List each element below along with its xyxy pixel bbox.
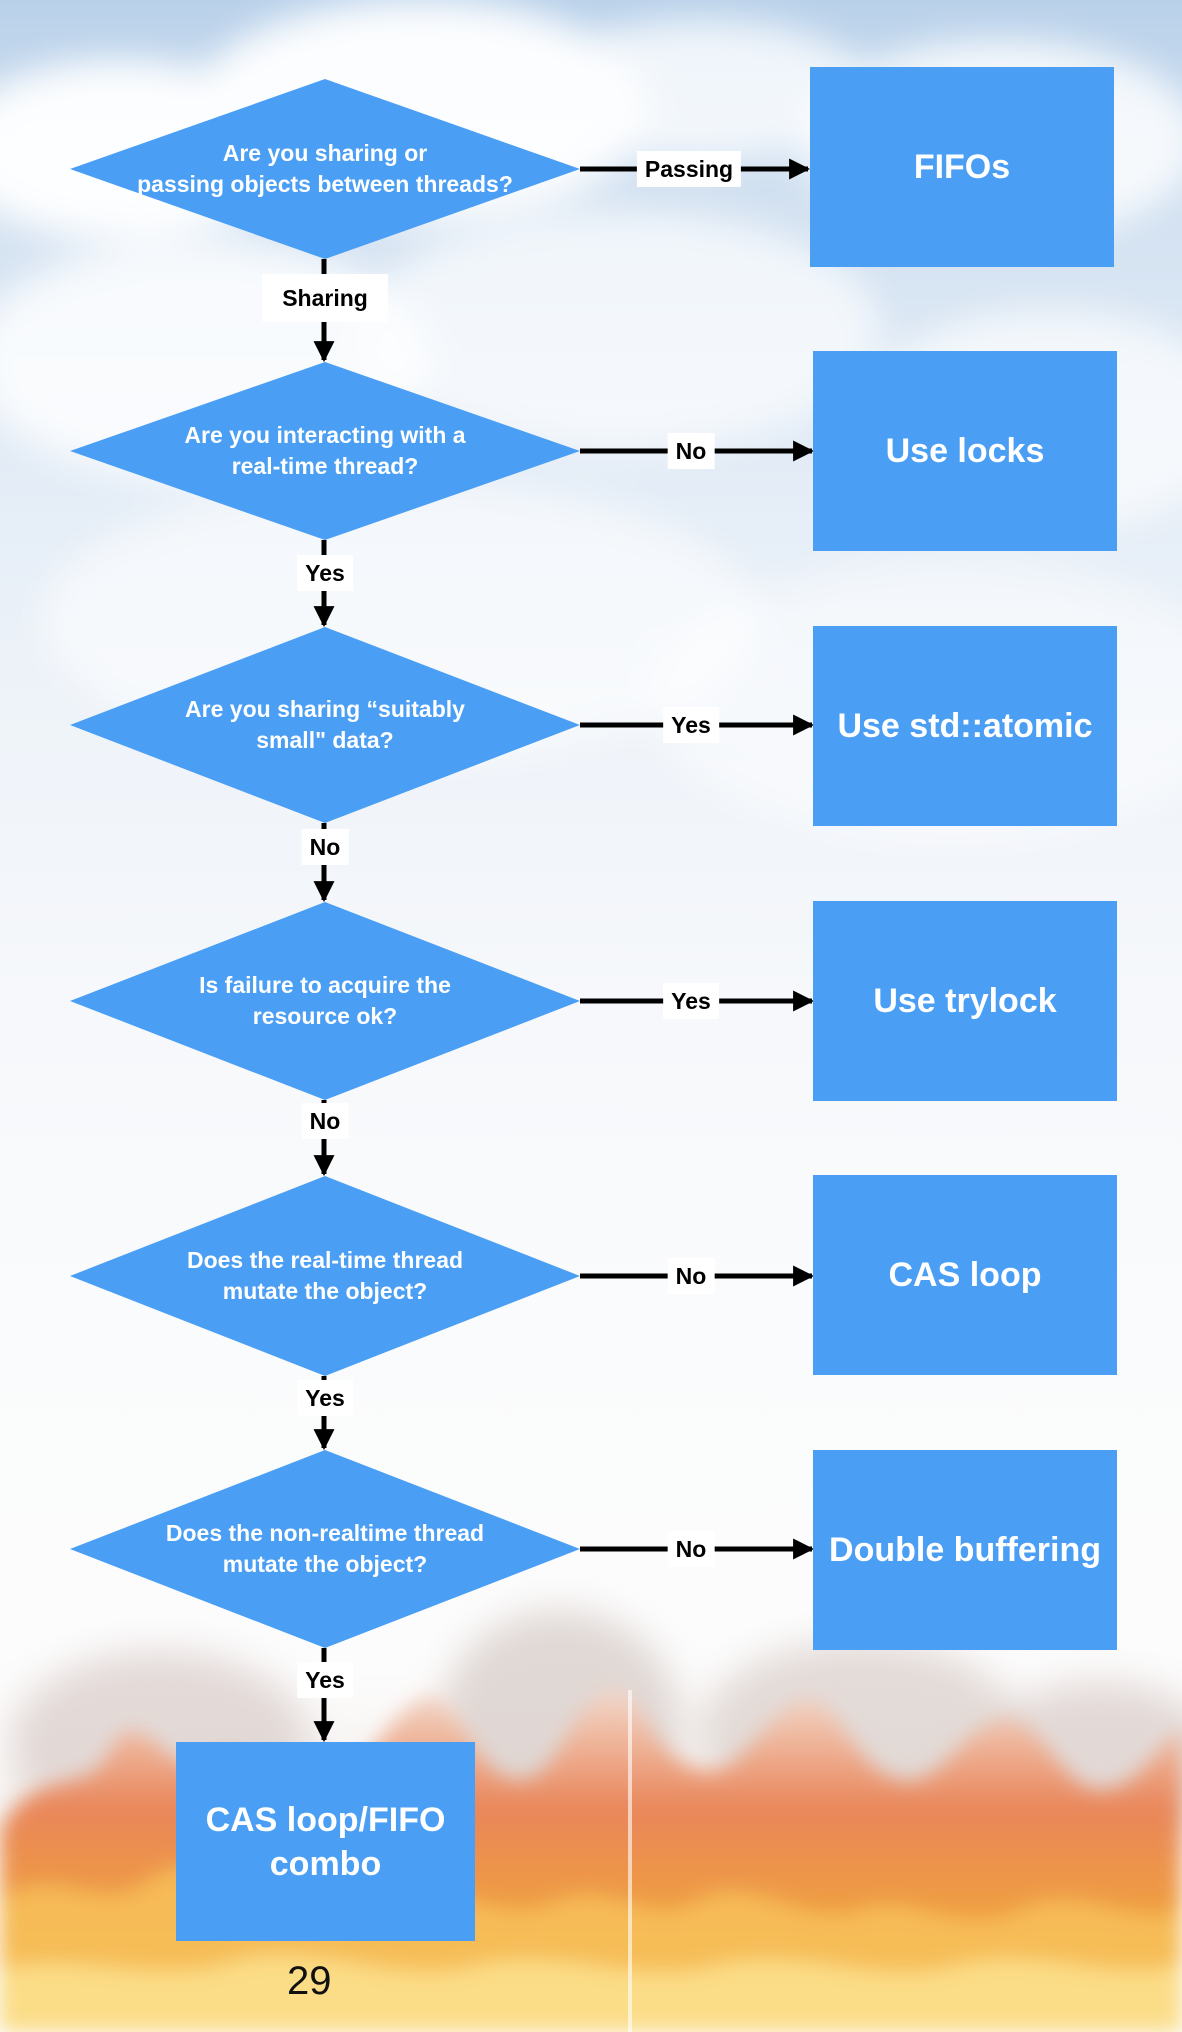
edge-label-yes: Yes bbox=[297, 1380, 353, 1416]
outcome-use-std-atomic: Use std::atomic bbox=[813, 626, 1117, 826]
edge-label-yes: Yes bbox=[297, 1662, 353, 1698]
edge-label-yes: Yes bbox=[663, 707, 719, 743]
edge-label-no: No bbox=[667, 433, 715, 469]
outcome-use-locks: Use locks bbox=[813, 351, 1117, 551]
edge-label-passing: Passing bbox=[636, 151, 742, 187]
decision-diamond-4 bbox=[70, 902, 580, 1100]
page-number: 29 bbox=[287, 1959, 332, 2003]
outcome-use-trylock: Use trylock bbox=[813, 901, 1117, 1101]
question-2: Are you interacting with a real-time thr… bbox=[184, 422, 466, 479]
question-5: Does the real-time thread mutate the obj… bbox=[186, 1247, 464, 1304]
decision-diamonds bbox=[70, 79, 580, 1648]
question-6: Does the non-realtime thread mutate the … bbox=[165, 1520, 485, 1577]
question-3: Are you sharing “suitably small" data? bbox=[185, 696, 465, 753]
edge-label-yes: Yes bbox=[297, 555, 353, 591]
outcome-cas-loop-fifo-combo: CAS loop/FIFO combo bbox=[176, 1742, 475, 1941]
outcome-double-buffering: Double buffering bbox=[813, 1450, 1117, 1650]
edge-label-no: No bbox=[667, 1531, 715, 1567]
question-1: Are you sharing or passing objects betwe… bbox=[137, 140, 513, 197]
question-4: Is failure to acquire the resource ok? bbox=[199, 972, 451, 1029]
decision-diamond-2 bbox=[70, 362, 580, 540]
edge-label-yes: Yes bbox=[663, 983, 719, 1019]
edge-label-no: No bbox=[301, 829, 349, 865]
decision-diamond-6 bbox=[70, 1450, 580, 1648]
decision-diamond-5 bbox=[70, 1176, 580, 1376]
outcome-cas-loop: CAS loop bbox=[813, 1175, 1117, 1375]
edge-label-no: No bbox=[301, 1103, 349, 1139]
outcome-fifos: FIFOs bbox=[810, 67, 1114, 267]
edge-label-sharing: Sharing bbox=[262, 274, 388, 322]
flame-seam bbox=[628, 1690, 632, 2032]
decision-diamond-1 bbox=[70, 79, 580, 259]
edge-label-no: No bbox=[667, 1258, 715, 1294]
decision-diamond-3 bbox=[70, 627, 580, 823]
